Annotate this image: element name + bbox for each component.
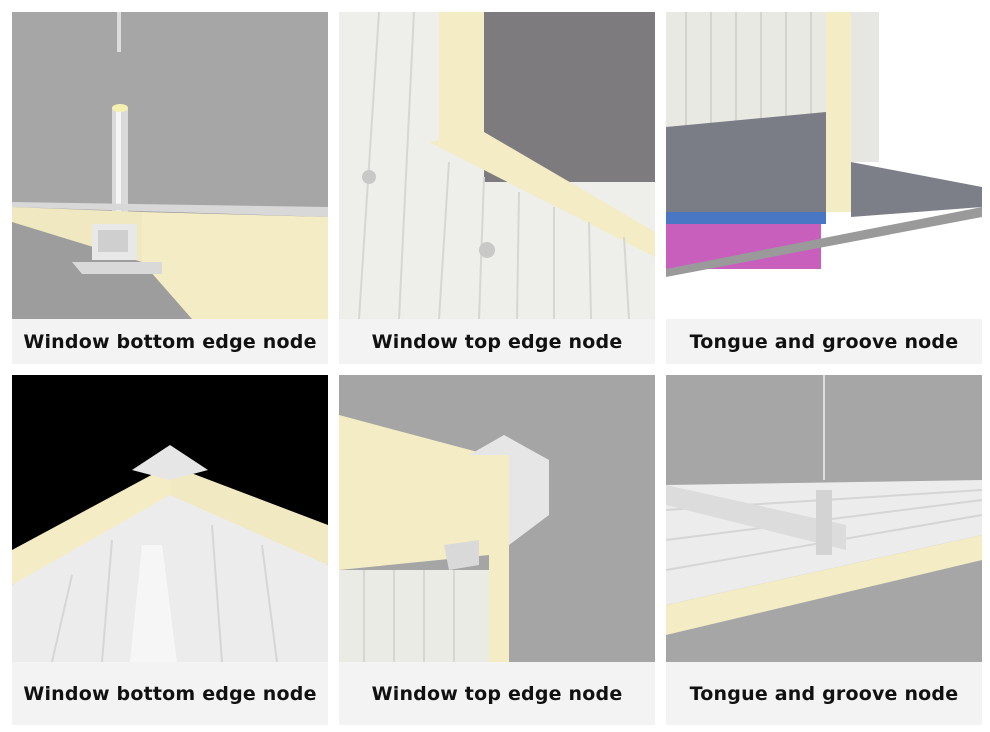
tile-window-bottom-edge-node-1: Window bottom edge node bbox=[12, 12, 328, 364]
tile-caption: Window top edge node bbox=[339, 319, 655, 364]
tile-caption: Tongue and groove node bbox=[666, 662, 982, 725]
window-bottom-edge-render bbox=[12, 375, 328, 662]
tile-caption: Window top edge node bbox=[339, 662, 655, 725]
tongue-and-groove-render bbox=[666, 12, 982, 319]
tile-caption: Window bottom edge node bbox=[12, 662, 328, 725]
tile-window-bottom-edge-node-2: Window bottom edge node bbox=[12, 375, 328, 725]
tile-window-top-edge-node-1: Window top edge node bbox=[339, 12, 655, 364]
tile-window-top-edge-node-2: Window top edge node bbox=[339, 375, 655, 725]
tile-caption: Tongue and groove node bbox=[666, 319, 982, 364]
window-top-edge-render bbox=[339, 12, 655, 319]
tongue-and-groove-render bbox=[666, 375, 982, 662]
window-top-edge-render bbox=[339, 375, 655, 662]
tile-caption: Window bottom edge node bbox=[12, 319, 328, 364]
tile-tongue-and-groove-node-1: Tongue and groove node bbox=[666, 12, 982, 364]
tile-tongue-and-groove-node-2: Tongue and groove node bbox=[666, 375, 982, 725]
window-bottom-edge-render bbox=[12, 12, 328, 319]
